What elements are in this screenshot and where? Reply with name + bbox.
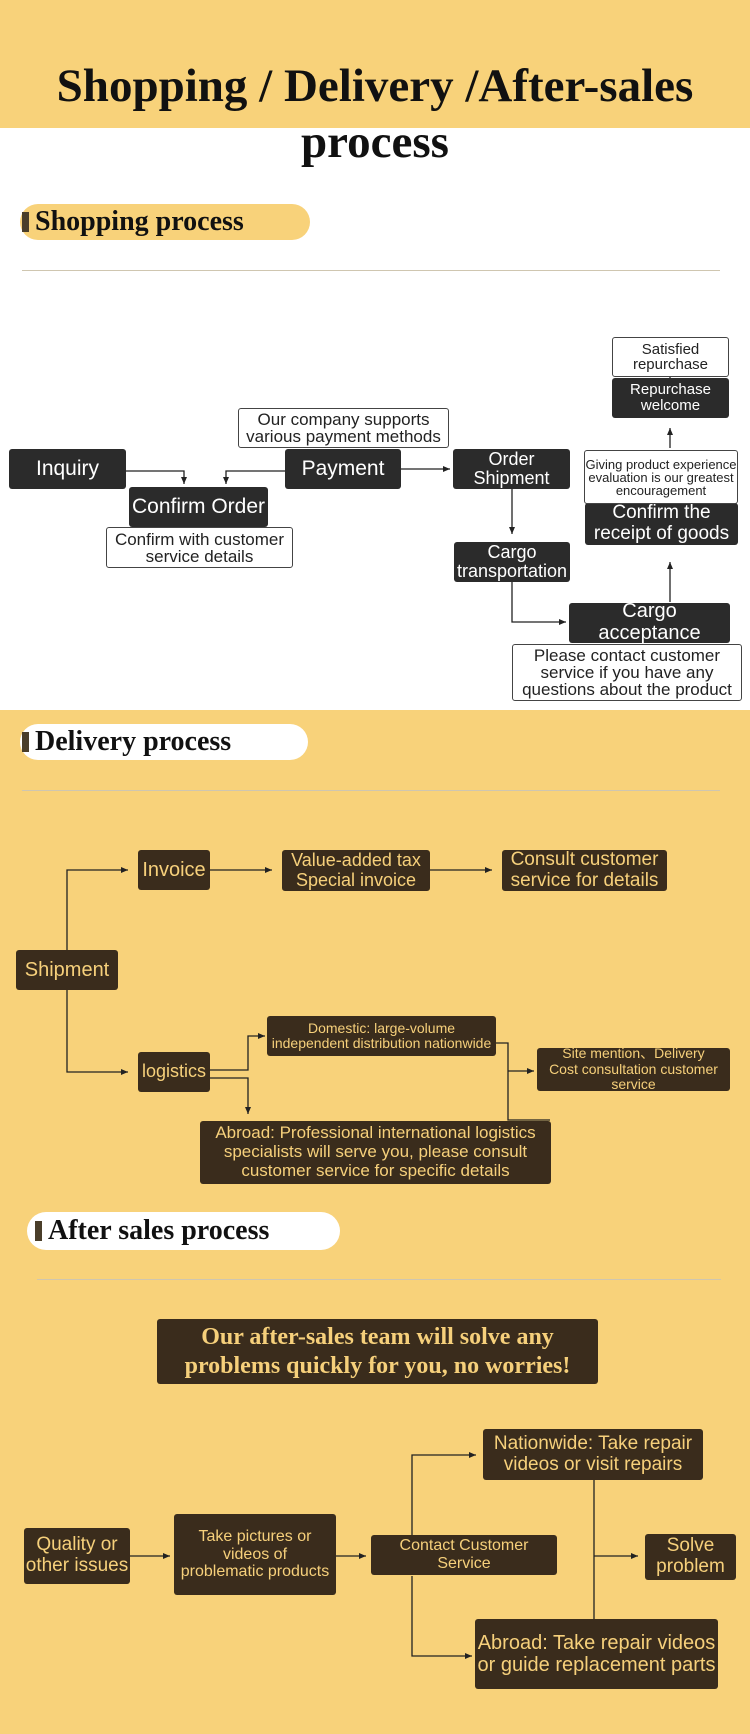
cargo-transportation-step: Cargo transportation [454, 542, 570, 582]
heading-label: After sales process [48, 1215, 270, 1246]
header-band [0, 0, 750, 128]
shopping-process-heading: Shopping process [20, 204, 310, 240]
contact-customer-service-step: Contact Customer Service [371, 1535, 557, 1575]
heading-label: Delivery process [35, 726, 232, 757]
divider [22, 790, 720, 791]
abroad-logistics-step: Abroad: Professional international logis… [200, 1121, 551, 1184]
after-sales-slogan: Our after-sales team will solve any prob… [157, 1319, 598, 1384]
take-pictures-step: Take pictures or videos of problematic p… [174, 1514, 336, 1595]
heading-marker [22, 732, 29, 752]
vat-invoice-step: Value-added tax Special invoice [282, 850, 430, 891]
heading-marker [22, 212, 29, 232]
confirm-note: Confirm with customer service details [106, 527, 293, 568]
page-title: Shopping / Delivery /After-sales process [56, 60, 694, 168]
site-delivery-step: Site mention、Delivery Cost consultation … [537, 1046, 730, 1092]
heading-marker [35, 1221, 42, 1241]
repurchase-welcome-step: Repurchase welcome [612, 378, 729, 418]
divider [22, 270, 720, 271]
payment-step: Payment [285, 449, 401, 489]
domestic-step: Domestic: large-volume independent distr… [267, 1016, 496, 1056]
cargo-acceptance-step: Cargo acceptance [569, 601, 730, 644]
solve-problem-step: Solve problem [645, 1534, 736, 1580]
nationwide-repair-step: Nationwide: Take repair videos or visit … [483, 1429, 703, 1480]
divider [37, 1279, 721, 1280]
evaluation-note: Giving product experience evaluation is … [584, 450, 738, 504]
invoice-step: Invoice [138, 850, 210, 890]
shipment-step: Shipment [16, 950, 118, 990]
heading-label: Shopping process [35, 206, 244, 237]
after-sales-process-heading: After sales process [27, 1212, 340, 1250]
confirm-receipt-step: Confirm the receipt of goods [585, 503, 738, 545]
quality-issues-step: Quality or other issues [24, 1528, 130, 1584]
order-shipment-step: Order Shipment [453, 449, 570, 489]
satisfied-repurchase-note: Satisfied repurchase [612, 337, 729, 377]
consult-details-step: Consult customer service for details [502, 849, 667, 891]
logistics-step: logistics [138, 1052, 210, 1092]
confirm-order-step: Confirm Order [129, 487, 268, 527]
inquiry-step: Inquiry [9, 449, 126, 489]
payment-note: Our company supports various payment met… [238, 408, 449, 448]
delivery-process-heading: Delivery process [20, 724, 308, 760]
contact-note: Please contact customer service if you h… [512, 644, 742, 701]
abroad-repair-step: Abroad: Take repair videos or guide repl… [475, 1619, 718, 1689]
